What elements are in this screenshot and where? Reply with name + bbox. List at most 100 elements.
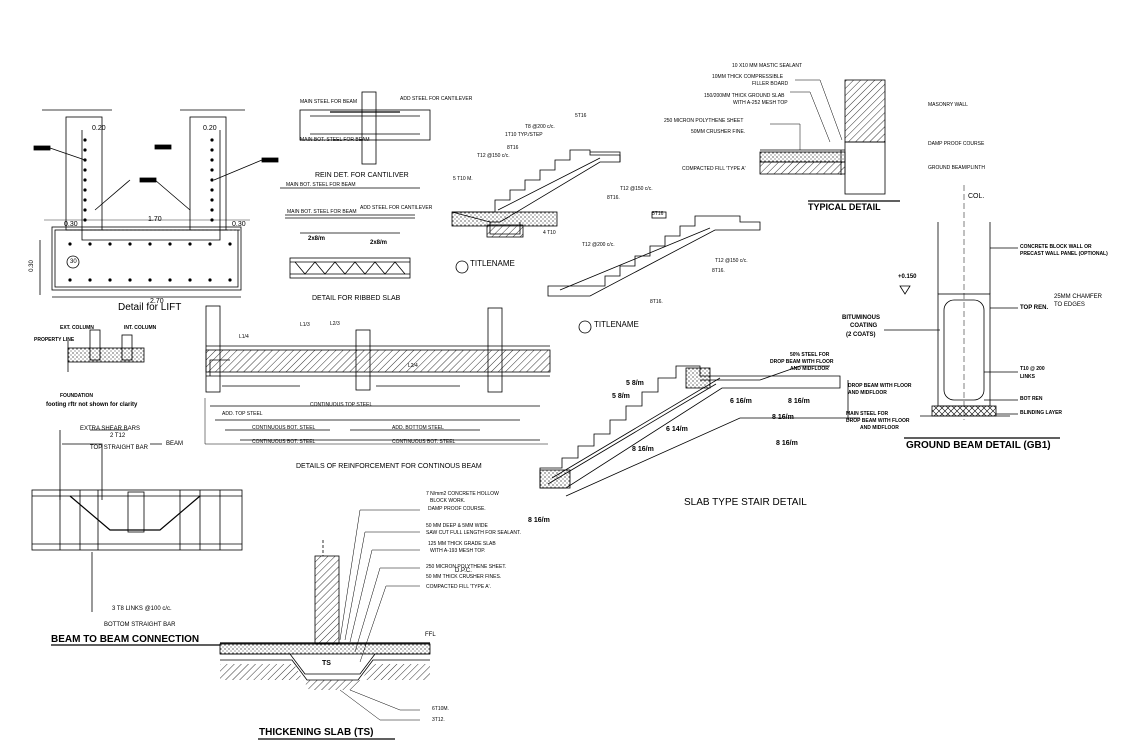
- ground-beam-links2: LINKS: [1020, 374, 1035, 380]
- cantilever-l2: MAIN BOT. STEEL FOR BEAM: [287, 209, 357, 215]
- slab-stair-bar-3: 8 16/m: [788, 398, 810, 405]
- ground-beam-links1: T10 @ 200: [1020, 366, 1045, 372]
- thick-note-5: 125 MM THICK GRADE SLAB: [428, 541, 496, 547]
- stair-a-label-7: 8T16.: [607, 195, 620, 201]
- stair-a-label-8: 4 T10: [543, 230, 556, 236]
- cont-prop-line: PROPERTY LINE: [34, 337, 75, 343]
- lift-marker: 30: [70, 259, 77, 265]
- ribbed-d2: 2x8/m: [370, 240, 388, 246]
- ground-beam-blind: BLINDING LAYER: [1020, 410, 1063, 416]
- beam-conn-extra: EXTRA SHEAR BARS: [80, 426, 141, 432]
- beam-conn-bottom: BOTTOM STRAIGHT BAR: [104, 622, 176, 628]
- thick-title: THICKENING SLAB (TS): [259, 727, 374, 738]
- thick-bot1: 6T10M.: [432, 706, 449, 712]
- slab-stair-note-0: 50% STEEL FOR: [790, 352, 830, 358]
- stair-a-label-4: T12 @150 c/c.: [477, 153, 510, 159]
- beam-conn-top: TOP STRAIGHT BAR: [90, 445, 149, 451]
- slab-stair-bar-1: 5 8/m: [612, 393, 630, 400]
- lift-title: Detail for LIFT: [118, 302, 182, 313]
- stair-b-title: TITLENAME: [594, 320, 639, 329]
- stair-b-label-3: 8T16.: [712, 268, 725, 274]
- thick-note-8: 50 MM THICK CRUSHER FINES.: [426, 574, 502, 580]
- beam-conn-links: 3 T8 LINKS @100 c/c.: [112, 606, 172, 612]
- cont-label-1: ADD. TOP STEEL: [222, 411, 263, 417]
- beam-to-beam-detail: [31, 429, 243, 646]
- stair-b-label-2: T12 @150 c/c.: [715, 258, 748, 264]
- stair-b-label-0: 5T16: [652, 211, 664, 217]
- stair-a-label-3: 8T16: [507, 145, 519, 151]
- ground-beam-bit3: (2 COATS): [846, 332, 876, 338]
- stair-a-label-0: 5T16: [575, 113, 587, 119]
- slab-stair-note-1: DROP BEAM WITH FLOOR: [770, 359, 834, 365]
- lift-dim-width: 1.70: [148, 216, 162, 223]
- stair-a-label-5: 5 T10 M.: [453, 176, 473, 182]
- cont-foundation: FOUNDATION: [60, 393, 93, 399]
- beam-conn-beam: BEAM: [166, 441, 184, 447]
- thick-note-3: 50 MM DEEP & 5MM WIDE: [426, 523, 488, 529]
- cont-label-3: ADD. BOTTOM STEEL: [392, 425, 444, 431]
- cantilever-top-label: MAIN STEEL FOR BEAM: [300, 99, 358, 105]
- stair-a-label-1: T8 @200 c/c.: [525, 124, 555, 130]
- slab-stair-note-2: AND MIDFLOOR: [790, 366, 829, 372]
- typical-label-0: 10 X10 MM MASTIC SEALANT: [732, 63, 803, 69]
- cantilever-top-right: ADD STEEL FOR CANTILEVER: [400, 96, 473, 102]
- slab-stair-bar-5: 8 16/m: [772, 414, 794, 421]
- slab-stair-detail: [539, 365, 860, 497]
- thick-note-7: 250 MICRON POLYTHENE SHEET.: [426, 564, 507, 570]
- cantilever-detail: [280, 91, 431, 234]
- slab-stair-note-6: DROP BEAM WITH FLOOR: [846, 418, 910, 424]
- typical-label-6: 50MM CRUSHER FINE.: [691, 129, 746, 135]
- lift-dim-height: 0.30: [28, 260, 35, 272]
- stair-b-label-1: T12 @200 c/c.: [582, 242, 615, 248]
- thick-ffl: FFL: [425, 632, 436, 638]
- cantilever-l1: MAIN BOT. STEEL FOR BEAM: [286, 182, 356, 188]
- typical-title: TYPICAL DETAIL: [808, 202, 881, 212]
- ground-beam-l2: PRECAST WALL PANEL (OPTIONAL): [1020, 251, 1108, 257]
- typical-right-2: GROUND BEAM/PLINTH: [928, 165, 985, 171]
- cont-dim-2: L2/3: [330, 321, 340, 327]
- ground-beam-chamfer1: 25MM CHAMFER: [1054, 294, 1103, 300]
- ground-beam-bit2: COATING: [850, 323, 878, 329]
- ground-beam-l1: CONCRETE BLOCK WALL OR: [1020, 244, 1092, 250]
- slab-stair-title: SLAB TYPE STAIR DETAIL: [684, 497, 807, 508]
- lift-dim-left: 0.20: [92, 125, 106, 132]
- ground-beam-col: COL.: [968, 193, 985, 200]
- slab-stair-bar-0: 5 8/m: [626, 380, 644, 387]
- typical-right-0: MASONRY WALL: [928, 102, 968, 108]
- thick-dpc: D.P.C.: [455, 568, 472, 574]
- beam-conn-extra2: 2 T12: [110, 433, 126, 439]
- cantilever-title: REIN DET. FOR CANTILIVER: [315, 172, 409, 179]
- continuous-beam-detail: [67, 305, 551, 445]
- typical-label-1: 10MM THICK COMPRESSIBLE: [712, 74, 784, 80]
- cont-dim-1: L1/3: [300, 322, 310, 328]
- typical-label-2: FILLER BOARD: [752, 81, 789, 87]
- slab-stair-bar-2: 6 16/m: [730, 398, 752, 405]
- ribbed-title: DETAIL FOR RIBBED SLAB: [312, 295, 401, 302]
- ground-beam-title: GROUND BEAM DETAIL (GB1): [906, 440, 1051, 451]
- thick-note-6: WITH A-193 MESH TOP.: [430, 548, 486, 554]
- cont-note: footing rftr not shown for clarity: [46, 402, 138, 408]
- ground-beam-top: TOP REN.: [1020, 305, 1049, 311]
- thick-ts: TS: [322, 660, 331, 667]
- thick-note-4: SAW CUT FULL LENGTH FOR SEALANT.: [426, 530, 521, 536]
- slab-stair-bar-6: 8 16/m: [776, 440, 798, 447]
- typical-label-7: COMPACTED FILL 'TYPE A': [682, 166, 746, 172]
- cont-dim-0: L1/4: [239, 334, 249, 340]
- thick-note-9: COMPACTED FILL 'TYPE A'.: [426, 584, 491, 590]
- thick-bot2: 3T12.: [432, 717, 445, 723]
- ribbed-slab-detail: [289, 257, 411, 279]
- cont-label-2: CONTINUOUS BOT. STEEL: [252, 425, 316, 431]
- lift-dim-side-right: 0.30: [232, 221, 246, 228]
- ground-beam-detail: [884, 185, 1060, 439]
- stair-a-label-2: 1T10 TYP./STEP: [505, 132, 543, 138]
- typical-right-1: DAMP PROOF COURSE: [928, 141, 985, 147]
- thick-note-1: BLOCK WORK.: [430, 498, 466, 504]
- slab-stair-bar-4: 6 14/m: [666, 426, 688, 433]
- thick-note-0: 7 N/mm2 CONCRETE HOLLOW: [426, 491, 499, 497]
- slab-stair-note-3: DROP BEAM WITH FLOOR: [848, 383, 912, 389]
- ground-beam-bot: BOT REN: [1020, 396, 1043, 402]
- cantilever-l3: ADD STEEL FOR CANTILEVER: [360, 205, 433, 211]
- cont-title: DETAILS OF REINFORCEMENT FOR CONTINOUS B…: [296, 463, 482, 470]
- stair-a-title: TITLENAME: [470, 259, 515, 268]
